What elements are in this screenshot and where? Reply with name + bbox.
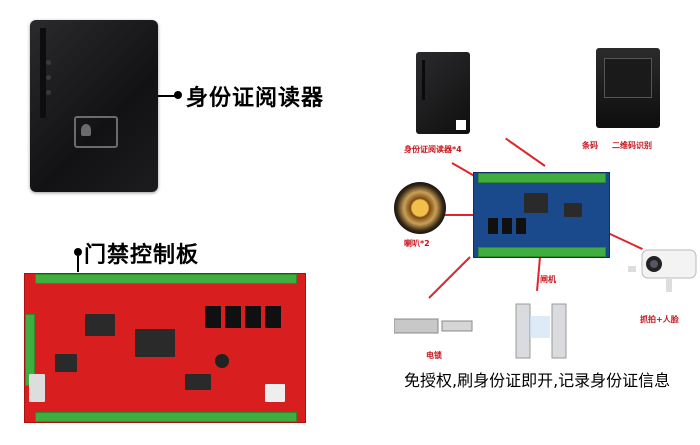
relay bbox=[245, 306, 261, 328]
chip bbox=[185, 374, 211, 390]
wire bbox=[428, 256, 471, 299]
camera-label: 抓拍+人脸 bbox=[640, 315, 679, 324]
access-control-board-image bbox=[24, 273, 306, 423]
relay bbox=[225, 306, 241, 328]
terminal-strip-bottom bbox=[35, 412, 297, 422]
terminal-strip bbox=[478, 247, 606, 257]
relay bbox=[265, 306, 281, 328]
qr-sticker bbox=[456, 120, 466, 130]
led-icon bbox=[46, 60, 51, 65]
small-id-reader-image bbox=[416, 52, 470, 134]
reader-strip bbox=[40, 28, 46, 118]
connector bbox=[265, 384, 285, 402]
terminal-strip-top bbox=[35, 274, 297, 284]
relay bbox=[516, 218, 526, 234]
caption-text: 免授权,刷身份证即开,记录身份证信息 bbox=[404, 371, 671, 390]
chip bbox=[564, 203, 582, 217]
chip bbox=[524, 193, 548, 213]
led-icon bbox=[46, 90, 51, 95]
id-reader-label: 身份证阅读器 bbox=[186, 85, 325, 111]
barcode-label: 条码 bbox=[582, 141, 598, 150]
blue-control-board-image bbox=[473, 172, 610, 258]
barcode-scanner-image bbox=[596, 48, 660, 128]
camera-image bbox=[628, 249, 697, 292]
terminal-strip bbox=[478, 173, 606, 183]
led-icon bbox=[46, 75, 51, 80]
access-board-label: 门禁控制板 bbox=[84, 242, 200, 268]
pointer-dot bbox=[74, 248, 82, 256]
speaker-label: 喇叭*2 bbox=[404, 239, 430, 248]
relay bbox=[502, 218, 512, 234]
small-reader-label: 身份证阅读器*4 bbox=[404, 145, 462, 154]
turnstile-gate-image bbox=[515, 303, 567, 359]
wire bbox=[505, 137, 546, 167]
gate-label: 闸机 bbox=[540, 275, 556, 284]
relay bbox=[488, 218, 498, 234]
maglock-label: 电锁 bbox=[426, 351, 442, 360]
chip bbox=[55, 354, 77, 372]
relay bbox=[205, 306, 221, 328]
wire bbox=[440, 214, 474, 216]
speaker-image bbox=[394, 182, 446, 234]
connector bbox=[29, 374, 45, 402]
buzzer bbox=[215, 354, 229, 368]
chip bbox=[85, 314, 115, 336]
pointer-line bbox=[77, 256, 79, 272]
id-card-reader-image bbox=[30, 20, 158, 192]
card-swipe-icon bbox=[74, 116, 118, 148]
qr-label: 二维码识别 bbox=[612, 141, 652, 150]
maglock-image bbox=[394, 318, 473, 334]
pointer-dot bbox=[174, 91, 182, 99]
pointer-line bbox=[158, 95, 176, 97]
chip bbox=[135, 329, 175, 357]
